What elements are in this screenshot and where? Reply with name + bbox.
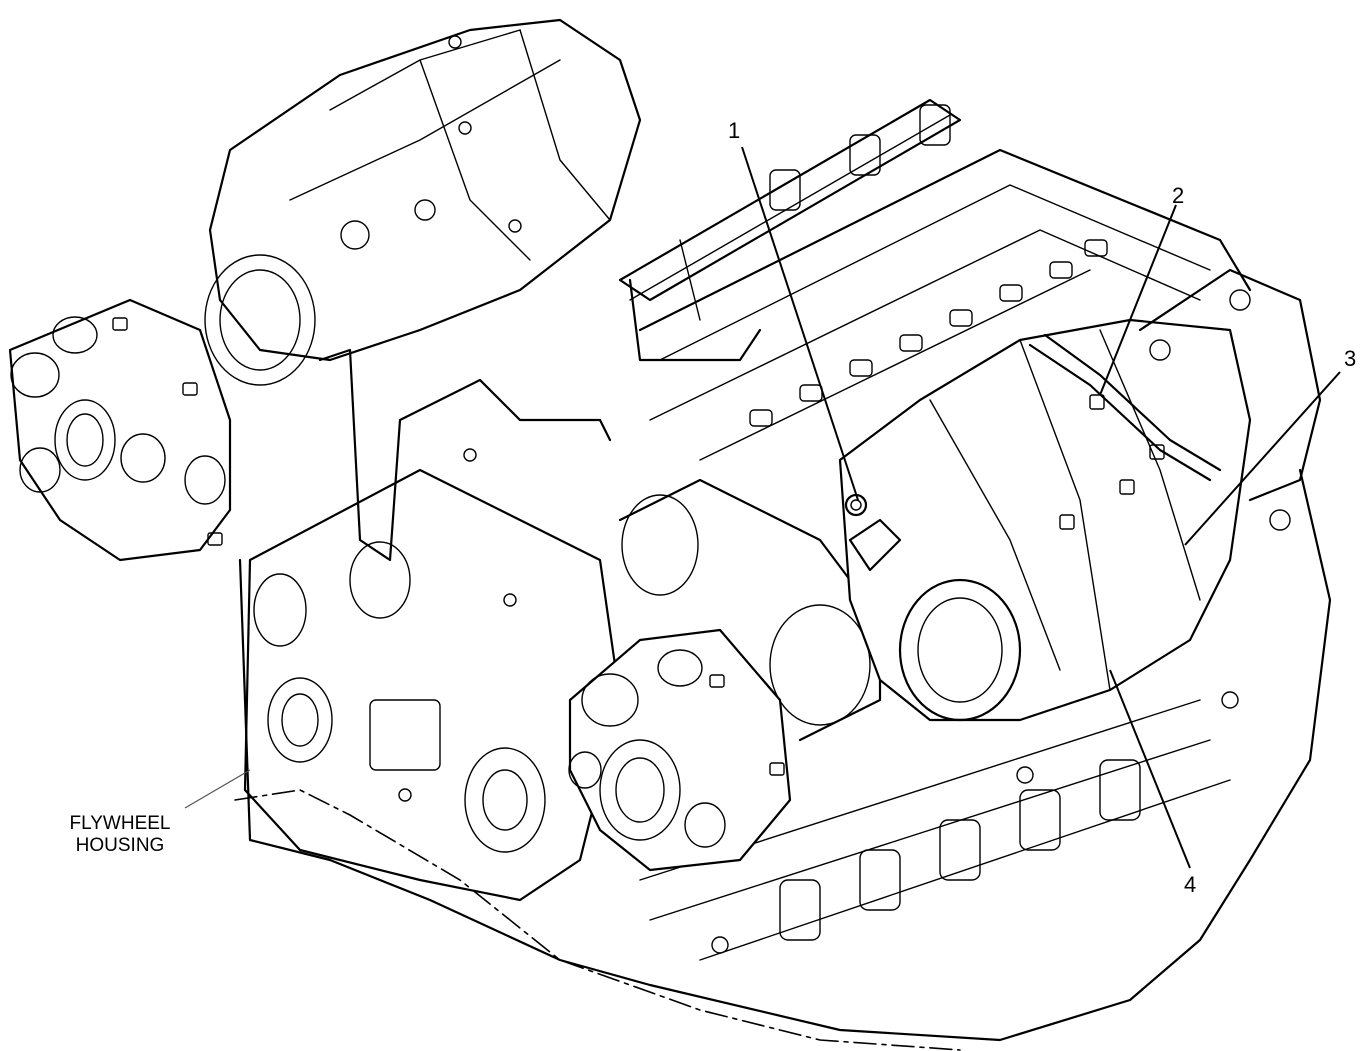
leader-flywheel — [184, 769, 251, 809]
leader-2 — [1099, 204, 1177, 396]
turbo-housing-right — [568, 478, 882, 872]
leader-1 — [741, 146, 859, 501]
leader-3 — [1184, 371, 1341, 546]
turbo-housing-left — [8, 298, 232, 562]
callout-3: 3 — [1344, 346, 1357, 371]
flywheel-housing-label: FLYWHEEL HOUSING — [52, 813, 188, 857]
intake-manifold — [618, 98, 962, 362]
aftertreatment-module — [838, 268, 1322, 722]
flywheel-label-line1: FLYWHEEL — [69, 813, 171, 834]
leader-4 — [1109, 669, 1191, 869]
flywheel-housing — [243, 448, 622, 902]
leader-lines — [184, 146, 1341, 869]
callout-4: 4 — [1184, 872, 1197, 897]
aftertreatment-canister-upper — [204, 18, 642, 562]
flywheel-label-line2: HOUSING — [75, 835, 165, 856]
callout-1: 1 — [728, 118, 741, 143]
callout-2: 2 — [1172, 183, 1185, 208]
